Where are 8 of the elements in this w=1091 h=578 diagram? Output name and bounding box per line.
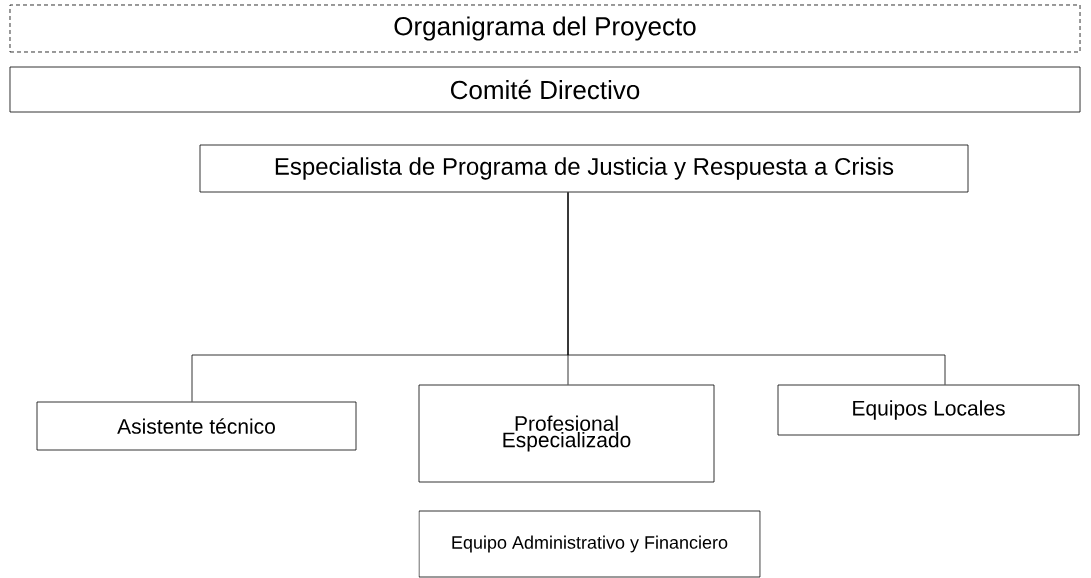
- committee-box: Comité Directivo: [9, 66, 1081, 113]
- specialist-box: Especialista de Programa de Justicia y Respuesta a Crisis: [199, 144, 969, 193]
- connector-line: [567, 192, 946, 385]
- role-box: Equipo Administrativo y Financiero: [418, 510, 761, 578]
- role-box: Asistente técnico: [36, 401, 357, 451]
- role-box: Profesional Especializado: [418, 384, 715, 483]
- role-box: Equipos Locales: [777, 384, 1080, 436]
- title-box: Organigrama del Proyecto: [9, 4, 1081, 53]
